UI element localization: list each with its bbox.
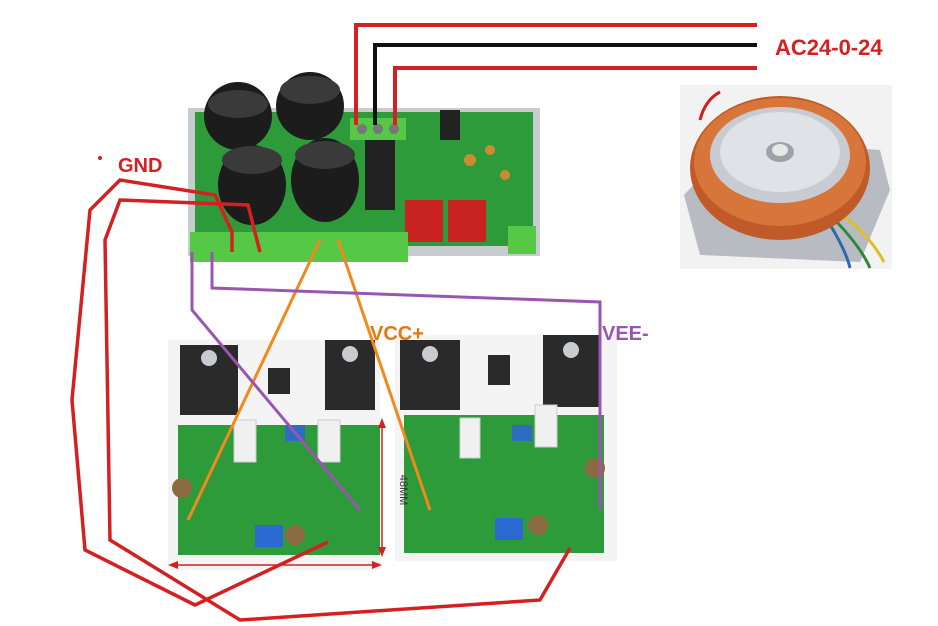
vee-wires [190,252,602,511]
vcc-wire-right [336,239,432,511]
dimension-label: 48MM [397,475,409,506]
vee-wire-left [190,252,362,511]
amplifier-board-icon [395,335,617,561]
ac-label: AC24-0-24 [775,35,883,60]
toroidal-transformer-icon [680,85,892,269]
ac-wire-1 [354,23,757,125]
rectifier-psu-board-icon [188,72,540,262]
amplifier-board-icon [168,340,380,570]
vcc-wires [186,239,432,521]
gnd-wire-a [70,178,329,607]
ac-wire-2 [393,66,757,125]
gnd-wires [70,178,572,622]
vee-wire-right [210,252,602,510]
ac-wire-0 [373,43,757,125]
gnd-label: GND [118,155,162,177]
vcc-label: VCC+ [370,323,424,345]
vee-label: VEE- [602,323,649,345]
gnd-wire-b [103,198,572,622]
dot-marker [98,156,102,160]
ac-wires [354,23,757,125]
dimension-arrows [168,418,386,569]
vcc-wire-left [186,239,322,521]
